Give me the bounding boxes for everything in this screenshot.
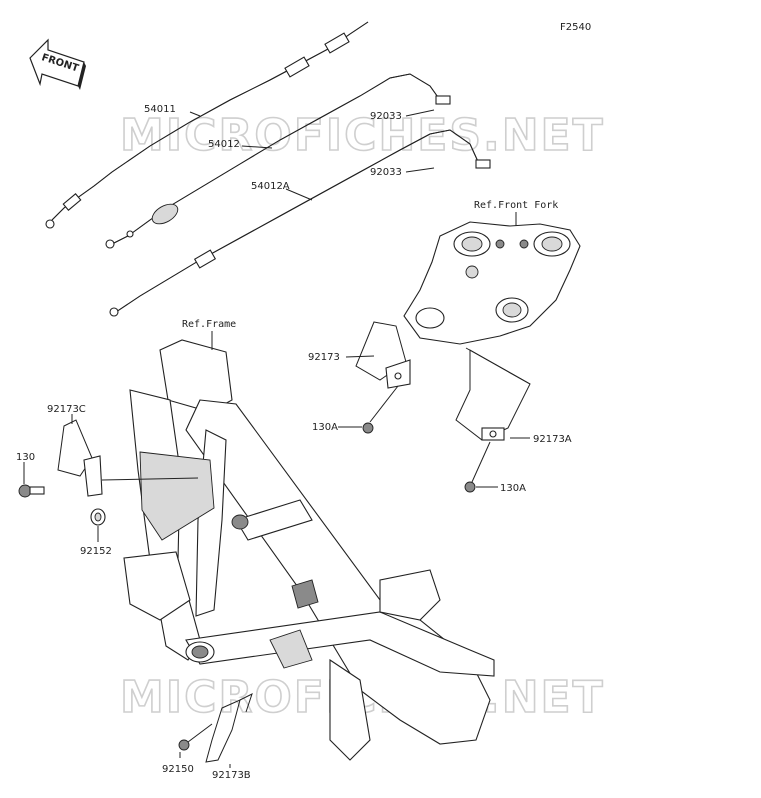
- label-92152: 92152: [80, 546, 112, 557]
- cable-54012: [105, 73, 451, 249]
- label-54011: 54011: [144, 104, 176, 115]
- label-92033-lower: 92033: [370, 167, 402, 178]
- clamp-92173B: [205, 693, 253, 763]
- clamp-92173C: [57, 419, 103, 497]
- label-130A-upper: 130A: [312, 422, 338, 433]
- cable-54012A: [109, 129, 491, 317]
- label-54012A: 54012A: [251, 181, 290, 192]
- label-92173A: 92173A: [533, 434, 572, 445]
- label-92173: 92173: [308, 352, 340, 363]
- cable-54011: [45, 21, 369, 229]
- bolt-130A-lower: [464, 441, 491, 493]
- motorcycle-frame: [123, 339, 495, 761]
- front-arrow-icon: FRONT: [29, 38, 86, 90]
- watermark-top: MICROFICHES.NET: [120, 110, 605, 161]
- label-130A-lower: 130A: [500, 483, 526, 494]
- leader-lines: [23, 109, 531, 768]
- diagram-code: F2540: [560, 22, 591, 33]
- bolt-130: [18, 484, 45, 498]
- screw-92150: [178, 723, 213, 751]
- bolt-130A-upper: [362, 385, 399, 434]
- label-92173B: 92173B: [212, 770, 251, 781]
- label-54012: 54012: [208, 139, 240, 150]
- collar-92152: [90, 508, 106, 526]
- label-92150: 92150: [162, 764, 194, 775]
- front-fork-bracket: [403, 221, 581, 345]
- clamp-92173: [355, 321, 411, 389]
- label-92173C: 92173C: [47, 404, 86, 415]
- ref-front-fork: Ref.Front Fork: [474, 200, 558, 211]
- label-92033-upper: 92033: [370, 111, 402, 122]
- ref-frame: Ref.Frame: [182, 319, 236, 330]
- label-130: 130: [16, 452, 35, 463]
